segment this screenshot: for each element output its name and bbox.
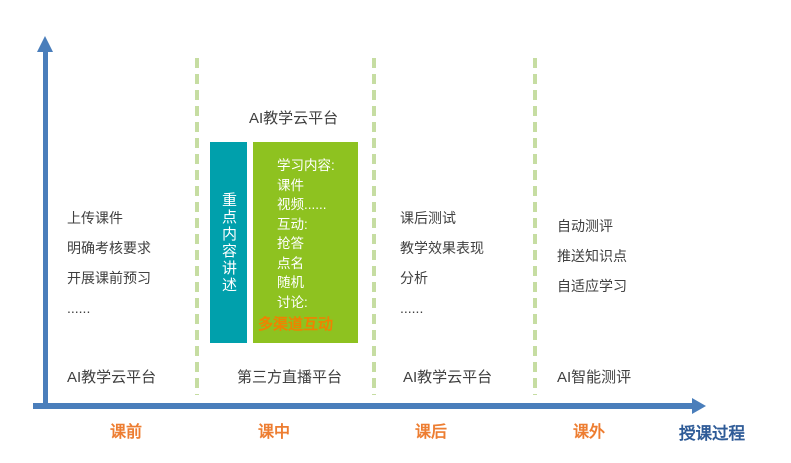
multi-channel-interaction-label: 多渠道互动 bbox=[258, 316, 334, 333]
phase-divider-2 bbox=[372, 58, 376, 395]
phase-label-pre-class: 课前 bbox=[110, 424, 143, 441]
pre-class-items: 上传课件 明确考核要求 开展课前预习 ...... bbox=[67, 203, 151, 323]
list-item: 视频...... bbox=[277, 197, 327, 212]
list-item: 分析 bbox=[400, 270, 428, 286]
list-item: 点名 bbox=[277, 255, 304, 271]
list-item: 自动测评 bbox=[557, 218, 613, 234]
list-item: 推送知识点 bbox=[557, 248, 627, 264]
platform-label-in-class: 第三方直播平台 bbox=[237, 369, 343, 386]
platform-label-pre-class: AI教学云平台 bbox=[67, 369, 157, 386]
list-item: 抢答 bbox=[277, 236, 304, 251]
list-item: ...... bbox=[400, 300, 424, 316]
list-item: 讨论: bbox=[277, 294, 308, 310]
after-class-items: 课后测试 教学效果表现 分析 ...... bbox=[400, 203, 484, 323]
right-arrow-icon bbox=[692, 398, 706, 414]
y-axis-line bbox=[43, 50, 48, 409]
x-axis-title: 授课过程 bbox=[679, 425, 745, 443]
x-axis-line bbox=[33, 403, 692, 409]
list-item: 上传课件 bbox=[67, 210, 123, 226]
platform-label-extracurricular: AI智能测评 bbox=[557, 369, 632, 386]
up-arrow-icon bbox=[37, 36, 53, 52]
list-item: 随机 bbox=[277, 275, 304, 290]
list-item: 课后测试 bbox=[400, 210, 456, 226]
list-item: 教学效果表现 bbox=[400, 240, 484, 256]
key-content-label: 重点内容讲述 bbox=[220, 191, 237, 294]
list-item: 明确考核要求 bbox=[67, 240, 151, 256]
learning-content-lines: 学习内容: 课件 视频...... 互动: 抢答 点名 随机 讨论: bbox=[277, 156, 335, 312]
list-item: 互动: bbox=[277, 216, 308, 232]
phase-divider-1 bbox=[195, 58, 199, 395]
phase-label-in-class: 课中 bbox=[258, 424, 291, 441]
list-item: 课件 bbox=[277, 177, 304, 193]
list-item: 学习内容: bbox=[277, 158, 335, 173]
key-content-box: 重点内容讲述 bbox=[210, 142, 247, 343]
list-item: 自适应学习 bbox=[557, 278, 627, 294]
phase-label-extracurricular: 课外 bbox=[573, 424, 606, 441]
list-item: ...... bbox=[67, 300, 91, 316]
platform-label-after-class: AI教学云平台 bbox=[403, 369, 493, 386]
extracurricular-items: 自动测评 推送知识点 自适应学习 bbox=[557, 211, 627, 301]
in-class-top-platform-label: AI教学云平台 bbox=[249, 110, 339, 127]
learning-content-box: 学习内容: 课件 视频...... 互动: 抢答 点名 随机 讨论: 多渠道互动 bbox=[253, 142, 358, 343]
list-item: 开展课前预习 bbox=[67, 270, 151, 286]
phase-label-after-class: 课后 bbox=[415, 424, 448, 441]
phase-divider-3 bbox=[533, 58, 537, 395]
